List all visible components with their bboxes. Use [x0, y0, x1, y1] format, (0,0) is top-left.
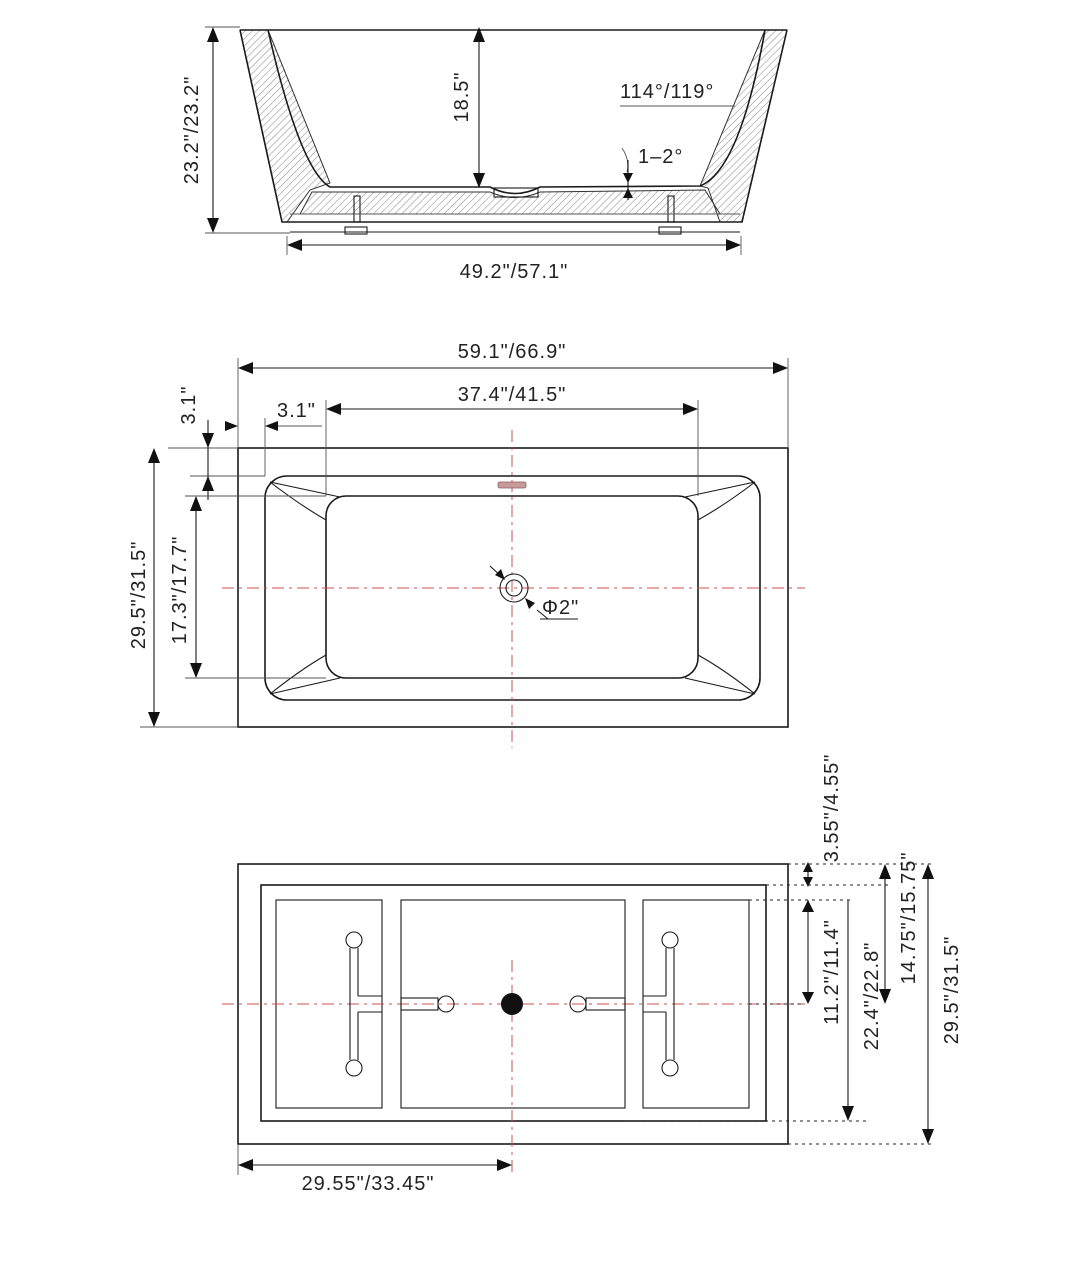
label-drain-diameter: Φ2" — [542, 597, 579, 619]
dim-d: 14.75"/15.75" — [879, 852, 920, 1004]
tub-inner-profile — [267, 29, 766, 195]
dim-overall-width: 29.5"/31.5" — [128, 448, 238, 728]
dim-rim-offset: 3.1" — [225, 400, 322, 476]
label-depth: 18.5" — [451, 71, 473, 122]
label-dim-a: 3.55"/4.55" — [821, 754, 843, 863]
bottom-drain — [501, 993, 523, 1015]
center-fasteners — [400, 995, 626, 1013]
overflow-slot — [497, 481, 527, 489]
dim-half-length: 29.55"/33.45" — [237, 1144, 512, 1195]
tub-shell-right-wall — [699, 29, 788, 223]
label-inner-length: 37.4"/41.5" — [458, 384, 567, 406]
label-dim-d: 14.75"/15.75" — [898, 852, 920, 985]
dim-a: 3.55"/4.55" — [803, 754, 843, 887]
label-overall-length: 59.1"/66.9" — [458, 341, 567, 363]
label-overall-width: 29.5"/31.5" — [128, 541, 150, 650]
label-inner-width: 17.3"/17.7" — [169, 536, 191, 645]
top-view: Φ2" 59.1"/66.9" 37.4"/41.5" 3.1" — [128, 341, 805, 748]
side-drain — [493, 187, 539, 198]
tub-outer-profile — [239, 29, 788, 223]
label-base-length: 49.2"/57.1" — [460, 261, 569, 283]
label-half-length: 29.55"/33.45" — [302, 1173, 435, 1195]
tub-legs — [344, 195, 682, 235]
corner-chamfers — [269, 481, 756, 695]
leg-bracket-right — [643, 931, 679, 1077]
dim-e: 29.5"/31.5" — [922, 864, 963, 1144]
dim-floor-slope: 1–2° — [621, 146, 683, 200]
side-view: 23.2"/23.2" 18.5" 114°/119° 1–2° 49.2"/ — [181, 26, 788, 283]
dim-depth: 18.5" — [451, 27, 485, 188]
dim-total-height: 23.2"/23.2" — [181, 26, 290, 234]
tub-basin — [325, 495, 699, 679]
label-wall-angle: 114°/119° — [620, 81, 714, 103]
bottom-inner-frame — [260, 884, 767, 1122]
dim-b: 11.2"/11.4" — [802, 900, 843, 1025]
dim-overall-length: 59.1"/66.9" — [237, 341, 789, 448]
dim-inner-length: 37.4"/41.5" — [325, 384, 699, 496]
dim-inner-width: 17.3"/17.7" — [169, 495, 326, 679]
bottom-outline — [237, 863, 789, 1145]
leg-bracket-left — [345, 931, 382, 1077]
label-rim-offset-vertical: 3.1" — [178, 386, 200, 425]
dim-rim-offset-vertical: 3.1" — [168, 386, 265, 500]
label-total-height: 23.2"/23.2" — [181, 76, 203, 185]
tub-outline-top — [237, 447, 789, 728]
label-floor-slope: 1–2° — [638, 146, 683, 168]
label-dim-b: 11.2"/11.4" — [821, 919, 843, 1025]
label-dim-e: 29.5"/31.5" — [941, 936, 963, 1045]
label-dim-c: 22.4"/22.8" — [861, 942, 883, 1051]
dim-base-length: 49.2"/57.1" — [286, 236, 742, 283]
dim-c: 22.4"/22.8" — [842, 900, 883, 1121]
top-drain: Φ2" — [489, 565, 579, 620]
label-rim-offset: 3.1" — [277, 400, 316, 422]
bottom-view: 29.55"/33.45" 3.55"/4.55" 11.2"/11.4" 22… — [222, 754, 963, 1195]
